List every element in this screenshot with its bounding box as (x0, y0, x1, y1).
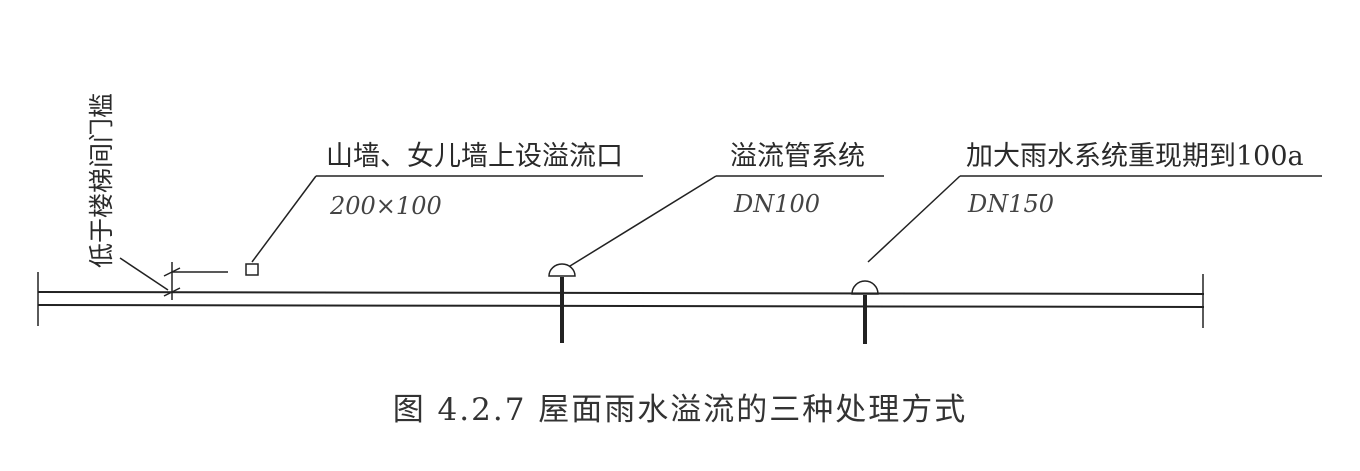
overflow-drain-dome-icon (548, 263, 576, 277)
callout-3-title: 加大雨水系统重现期到100a (966, 141, 1304, 172)
callout-2-title: 溢流管系统 (730, 141, 865, 172)
callout-1-dimension: 200×100 (329, 192, 442, 220)
rain-drain-dome-icon (851, 280, 879, 295)
threshold-tick-bottom (163, 287, 181, 297)
vertical-label-leader (119, 257, 169, 291)
callout-1-title: 山墙、女儿墙上设溢流口 (326, 141, 623, 172)
overflow-outlet-symbol (245, 263, 259, 276)
figure-caption: 图 4.2.7 屋面雨水溢流的三种处理方式 (393, 392, 968, 428)
callout-3-dimension: DN150 (967, 190, 1054, 218)
callout-2-dimension: DN100 (733, 190, 820, 218)
callout-2-leader (569, 175, 717, 267)
roof-slab-bottom-line (37, 304, 1205, 308)
callout-3-leader (867, 175, 961, 263)
roof-slab (37, 272, 1205, 328)
stair-threshold-marker (119, 257, 228, 300)
callout-overflow-pipe (548, 175, 884, 343)
vertical-label: 低于楼梯间门槛 (87, 93, 116, 268)
callout-enlarged-rain-system (851, 175, 1322, 344)
callout-1-leader (251, 175, 317, 263)
callout-parapet-outlet (245, 175, 643, 276)
roof-slab-top-line (37, 291, 1205, 295)
